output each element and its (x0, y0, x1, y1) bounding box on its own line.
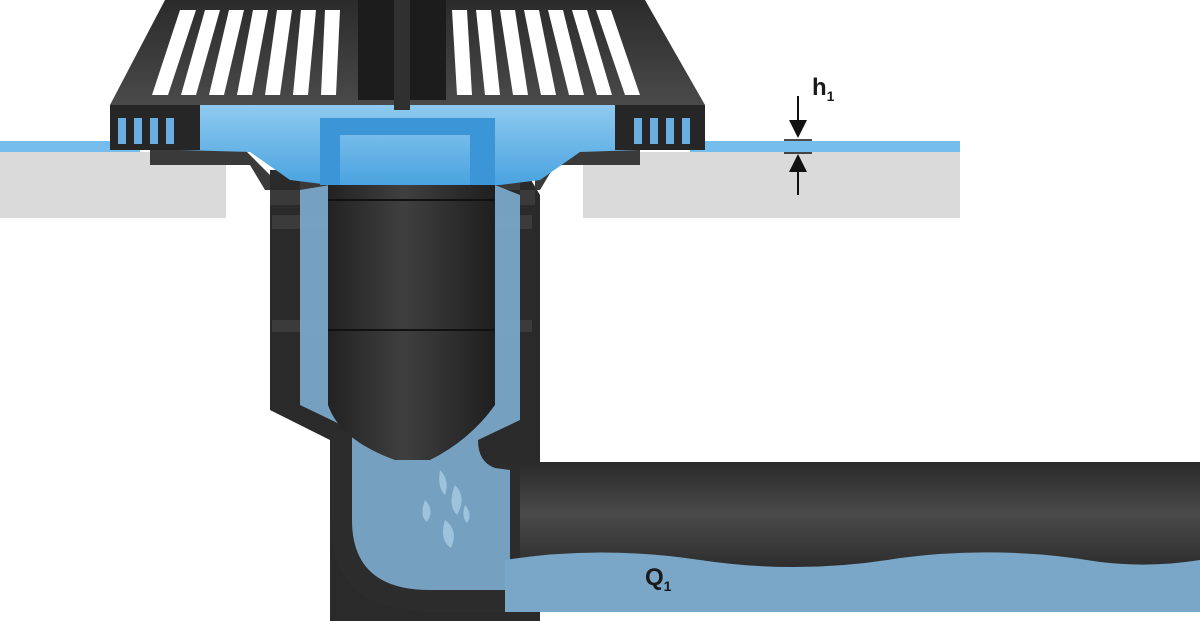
flow-rate-label-sub: 1 (664, 578, 672, 594)
water-splash (439, 470, 447, 495)
arrow-down-icon (789, 120, 807, 138)
water-height-label-sub: 1 (827, 88, 835, 104)
flow-rate-label-main: Q (645, 564, 664, 591)
dome-hub-spindle (394, 0, 410, 110)
water-flow (300, 150, 1200, 612)
roof-water-left (0, 141, 140, 152)
drain-head-water (110, 105, 700, 185)
dome-strainer (110, 0, 705, 150)
arrow-up-icon (789, 154, 807, 172)
dome-strainer-slots (152, 10, 640, 95)
water-height-label: h1 (812, 74, 835, 104)
water-splash (463, 505, 470, 523)
water-in-outlet-pipe (505, 552, 1200, 612)
flow-rate-label: Q1 (645, 564, 672, 594)
roof-slab-right (583, 152, 960, 218)
roof-water-layer (0, 141, 960, 152)
dome-skirt-right (615, 105, 705, 150)
roof-water-right (690, 141, 960, 152)
water-splash (443, 520, 454, 548)
drain-head-water-pool (110, 105, 700, 185)
anti-vortex-plate (320, 118, 495, 185)
water-splash (422, 500, 431, 522)
dome-skirt-legs (118, 118, 690, 144)
water-height-dimension (784, 96, 812, 195)
drain-insert-tube (328, 150, 495, 460)
water-splash (451, 485, 462, 515)
water-height-label-main: h (812, 74, 827, 101)
